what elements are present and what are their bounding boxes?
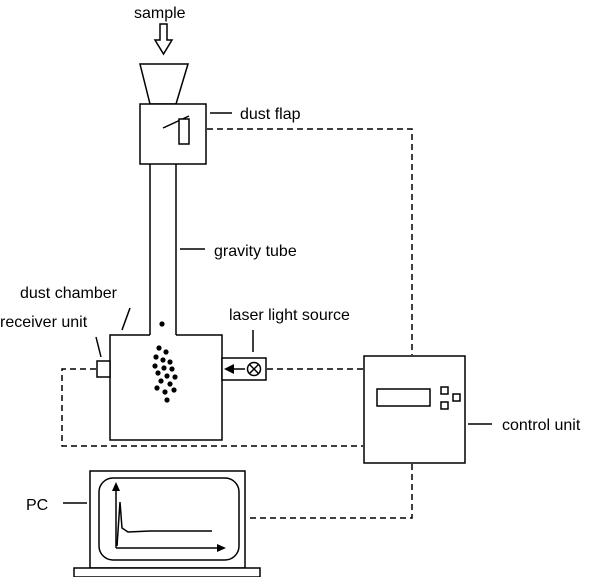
- funnel: [139, 63, 190, 105]
- label-dust-flap: dust flap: [240, 106, 301, 123]
- dust-particles: [152, 321, 178, 403]
- pc-graph-x-axis-arrow-icon: [217, 544, 226, 552]
- particle: [161, 365, 167, 371]
- control-unit-button-2: [440, 401, 449, 410]
- particle: [163, 349, 169, 355]
- label-receiver-unit: receiver unit: [0, 314, 88, 331]
- dust-flap-chute: [178, 118, 190, 145]
- control-unit-button-3: [452, 393, 461, 402]
- label-control-unit: control unit: [502, 417, 581, 434]
- dust-flap-box: [139, 103, 207, 165]
- particle: [169, 366, 175, 372]
- particle: [155, 370, 161, 376]
- particle: [156, 345, 162, 351]
- dust-chamber: [109, 334, 223, 441]
- leader-receiver-unit: [95, 336, 102, 358]
- particle: [159, 321, 165, 327]
- receiver-unit-box: [96, 360, 111, 378]
- label-laser-light-source: laser light source: [229, 307, 350, 324]
- label-sample: sample: [134, 5, 186, 22]
- connection-control-to-pc: [246, 464, 413, 519]
- connection-receiver-to-control: [61, 368, 363, 447]
- particle: [160, 357, 166, 363]
- particle: [162, 389, 168, 395]
- particle: [153, 354, 159, 360]
- particle: [167, 381, 173, 387]
- label-gravity-tube: gravity tube: [214, 243, 297, 260]
- particle: [164, 397, 170, 403]
- control-unit-box: [363, 355, 466, 464]
- control-unit-display: [376, 388, 431, 407]
- connection-flap-to-control: [207, 128, 413, 355]
- leader-dust-chamber: [121, 307, 131, 331]
- control-unit-button-1: [440, 386, 449, 395]
- particle: [158, 378, 164, 384]
- particle: [167, 359, 173, 365]
- pc-monitor-screen: [98, 477, 240, 561]
- laser-beam-arrow-icon: [224, 364, 234, 374]
- dust-flap-plate: [162, 115, 190, 129]
- particle: [171, 387, 177, 393]
- sample-arrow-icon: [153, 23, 174, 56]
- particle: [152, 363, 158, 369]
- pc-graph-y-axis-arrow-icon: [112, 482, 120, 491]
- label-dust-chamber: dust chamber: [20, 285, 118, 302]
- particle: [164, 373, 170, 379]
- particle: [172, 374, 178, 380]
- pc-stand-base: [73, 567, 261, 577]
- pc-graph-curve: [116, 501, 212, 547]
- label-pc: PC: [26, 497, 48, 514]
- particle: [154, 385, 160, 391]
- circle-cross-icon: [246, 361, 262, 377]
